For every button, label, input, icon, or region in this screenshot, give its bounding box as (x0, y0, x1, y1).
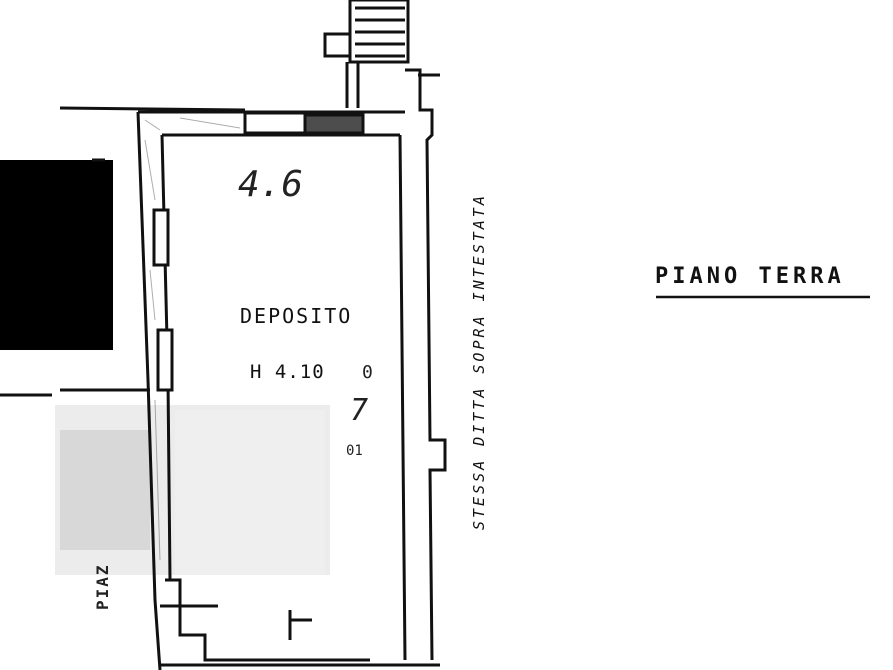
blurred-area-inner (60, 430, 150, 550)
dimension-b: 7 (350, 393, 368, 428)
walls (0, 68, 447, 670)
redaction-block (0, 160, 113, 350)
left-note: PIAZ (93, 563, 112, 610)
side-note: STESSA DITTA SOPRA INTESTATA (470, 193, 488, 530)
wall-hatch (144, 117, 241, 561)
dimension-a: 0 (362, 362, 373, 383)
staircase (323, 0, 410, 108)
room-height: H 4.10 (250, 361, 325, 383)
room-name: DEPOSITO (240, 304, 352, 328)
area-scribble: 4.6 (238, 164, 303, 205)
dimension-c: 01 (346, 443, 363, 459)
blurred-area-inner-2 (175, 410, 325, 575)
floor-title: PIANO TERRA (655, 264, 845, 289)
